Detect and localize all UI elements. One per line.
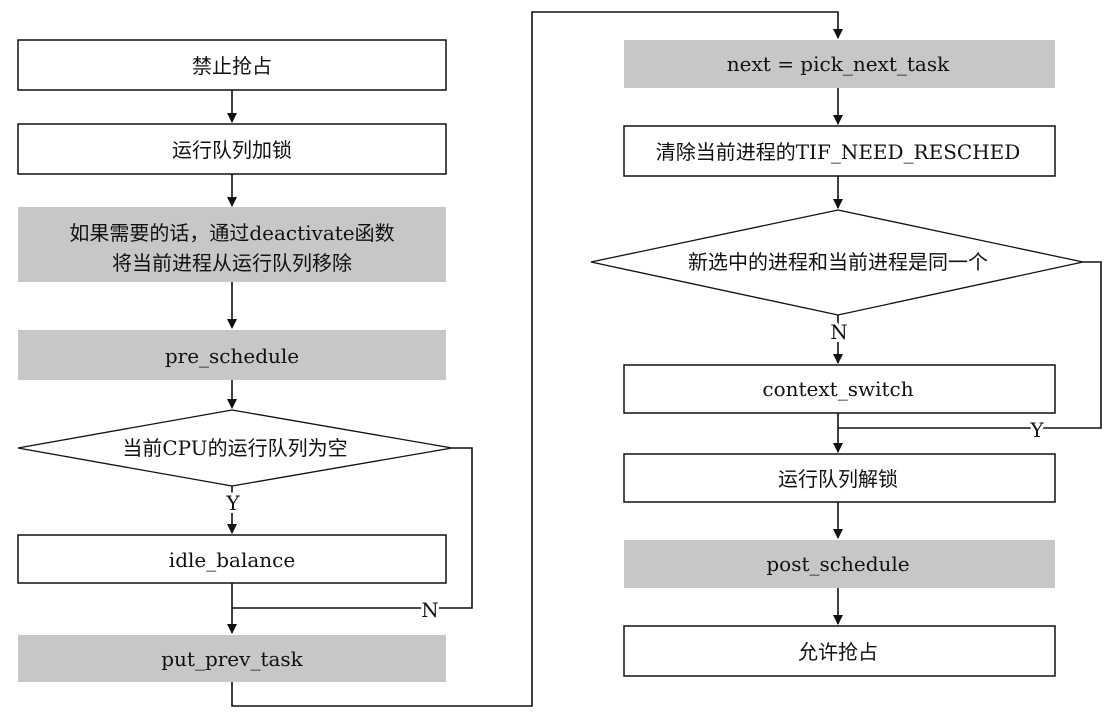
pre-schedule-label: pre_schedule <box>165 344 299 368</box>
put-prev-task-label: put_prev_task <box>161 647 303 671</box>
edge-connector <box>231 11 843 707</box>
context-switch-label: context_switch <box>762 377 913 401</box>
pick-next-task-label: next = pick_next_task <box>727 52 950 76</box>
pick-next-task-box <box>624 40 1055 88</box>
enable-preempt-box <box>623 625 1056 677</box>
rq-lock-box <box>17 123 447 175</box>
no-label-2: N <box>830 320 848 344</box>
rq-empty-decision-label: 当前CPU的运行队列为空 <box>122 436 347 460</box>
rq-unlock-label: 运行队列解锁 <box>778 467 898 491</box>
same-process-decision-label: 新选中的进程和当前进程是同一个 <box>688 250 988 274</box>
pre-schedule-box <box>18 330 446 380</box>
deactivate-label-line2: 将当前进程从运行队列移除 <box>112 251 352 275</box>
disable-preempt-box <box>17 39 447 91</box>
put-prev-task-box <box>18 635 446 682</box>
clear-resched-box <box>623 125 1056 177</box>
post-schedule-box <box>624 540 1055 588</box>
idle-balance-box <box>17 534 447 584</box>
yes-label-1: Y <box>225 491 240 515</box>
edge-yes-2 <box>838 261 1102 429</box>
deactivate-box <box>18 207 446 282</box>
enable-preempt-label: 允许抢占 <box>798 640 878 664</box>
context-switch-box <box>623 364 1056 414</box>
deactivate-label-line1: 如果需要的话，通过deactivate函数 <box>69 221 394 245</box>
post-schedule-label: post_schedule <box>766 552 909 576</box>
edge-no-1 <box>232 447 473 609</box>
clear-resched-label: 清除当前进程的TIF_NEED_RESCHED <box>656 140 1021 164</box>
yes-label-2: Y <box>1029 418 1044 442</box>
rq-lock-label: 运行队列加锁 <box>172 138 292 162</box>
idle-balance-label: idle_balance <box>169 548 295 572</box>
no-label-1: N <box>421 598 439 622</box>
rq-unlock-box <box>623 453 1056 503</box>
disable-preempt-label: 禁止抢占 <box>192 54 272 78</box>
